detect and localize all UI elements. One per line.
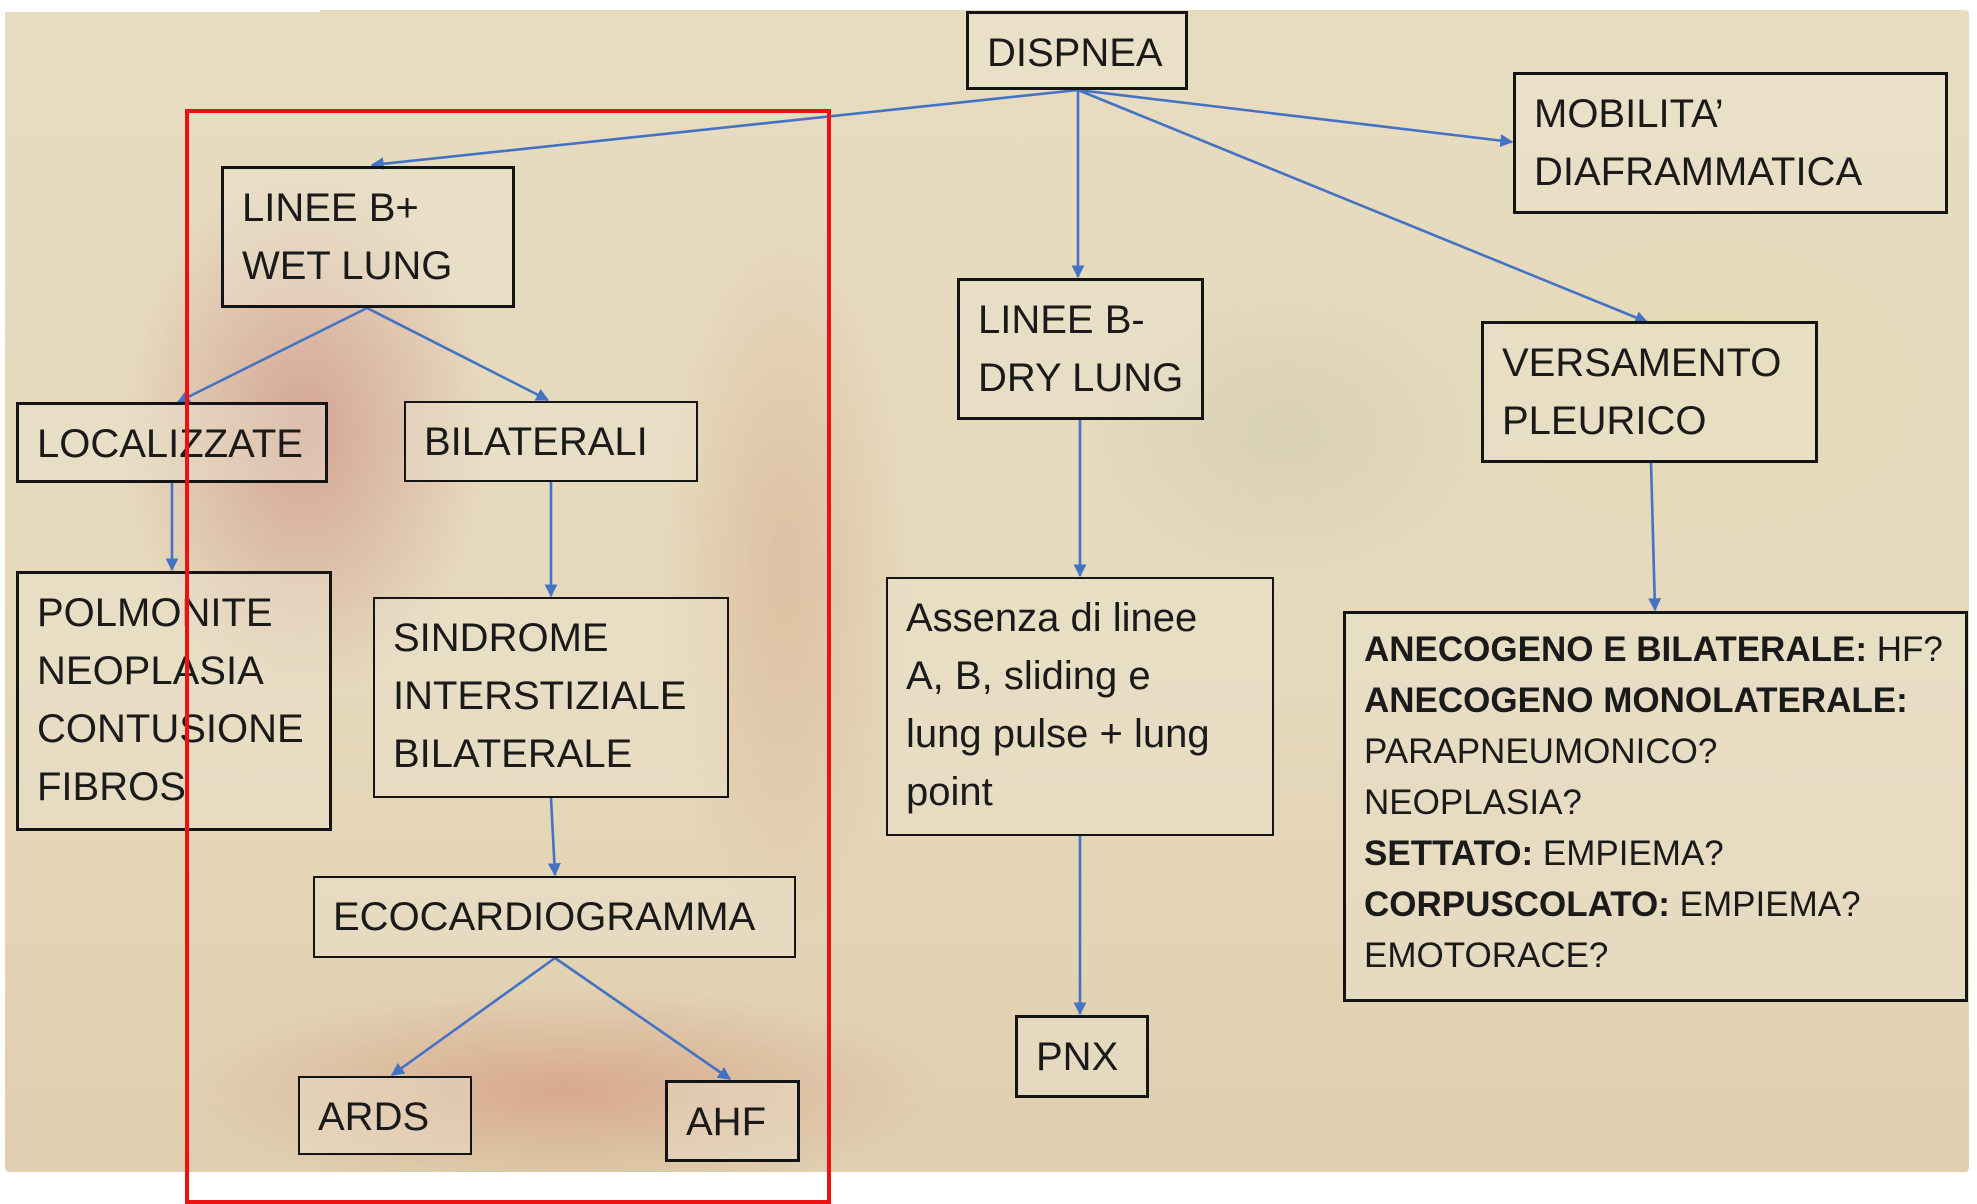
versamento-detail-row-5: SETTATO: EMPIEMA? <box>1364 828 1947 879</box>
node-assenza-line-1: Assenza di linee <box>906 589 1254 647</box>
versamento-detail-row-7-text: EMOTORACE? <box>1364 936 1608 975</box>
node-pnx-text: PNX <box>1036 1028 1128 1086</box>
versamento-detail-row-3-text: PARAPNEUMONICO? <box>1364 732 1717 771</box>
versamento-detail-row-5-bold: SETTATO: <box>1364 834 1533 873</box>
node-dry-lung-line-2: DRY LUNG <box>978 349 1183 407</box>
versamento-detail-row-5-text: EMPIEMA? <box>1533 834 1724 873</box>
node-assenza-line-2: A, B, sliding e <box>906 647 1254 705</box>
versamento-detail-row-2: ANECOGENO MONOLATERALE: <box>1364 675 1947 726</box>
versamento-detail-row-7: EMOTORACE? <box>1364 930 1947 981</box>
node-versamento-line-1: VERSAMENTO <box>1502 334 1797 392</box>
arrow-versamento-to-detail <box>1651 462 1655 610</box>
node-mobilita-line-2: DIAFRAMMATICA <box>1534 143 1927 201</box>
versamento-detail-row-6-text: EMPIEMA? <box>1670 885 1861 924</box>
node-mobilita-line-1: MOBILITA’ <box>1534 85 1927 143</box>
node-dispnea: DISPNEA <box>966 11 1188 90</box>
highlight-frame-wet-lung <box>185 109 831 1204</box>
node-versamento-detail: ANECOGENO E BILATERALE: HF? ANECOGENO MO… <box>1343 611 1968 1002</box>
node-assenza-line-4: point <box>906 763 1254 821</box>
versamento-detail-row-4: NEOPLASIA? <box>1364 777 1947 828</box>
node-versamento-pleurico: VERSAMENTO PLEURICO <box>1481 321 1818 463</box>
node-assenza-line-3: lung pulse + lung <box>906 705 1254 763</box>
node-pnx: PNX <box>1015 1015 1149 1098</box>
node-dry-lung-line-1: LINEE B- <box>978 291 1183 349</box>
versamento-detail-row-4-text: NEOPLASIA? <box>1364 783 1582 822</box>
versamento-detail-row-1-bold: ANECOGENO E BILATERALE: <box>1364 630 1867 669</box>
versamento-detail-row-6: CORPUSCOLATO: EMPIEMA? <box>1364 879 1947 930</box>
versamento-detail-row-1: ANECOGENO E BILATERALE: HF? <box>1364 624 1947 675</box>
node-mobilita-diaframmatica: MOBILITA’ DIAFRAMMATICA <box>1513 72 1948 214</box>
node-dispnea-text: DISPNEA <box>987 24 1167 82</box>
versamento-detail-row-2-bold: ANECOGENO MONOLATERALE: <box>1364 681 1908 720</box>
versamento-detail-row-3: PARAPNEUMONICO? <box>1364 726 1947 777</box>
node-assenza-linee: Assenza di linee A, B, sliding e lung pu… <box>886 577 1274 836</box>
node-versamento-line-2: PLEURICO <box>1502 392 1797 450</box>
node-dry-lung: LINEE B- DRY LUNG <box>957 278 1204 420</box>
versamento-detail-row-1-text: HF? <box>1867 630 1943 669</box>
versamento-detail-row-6-bold: CORPUSCOLATO: <box>1364 885 1670 924</box>
